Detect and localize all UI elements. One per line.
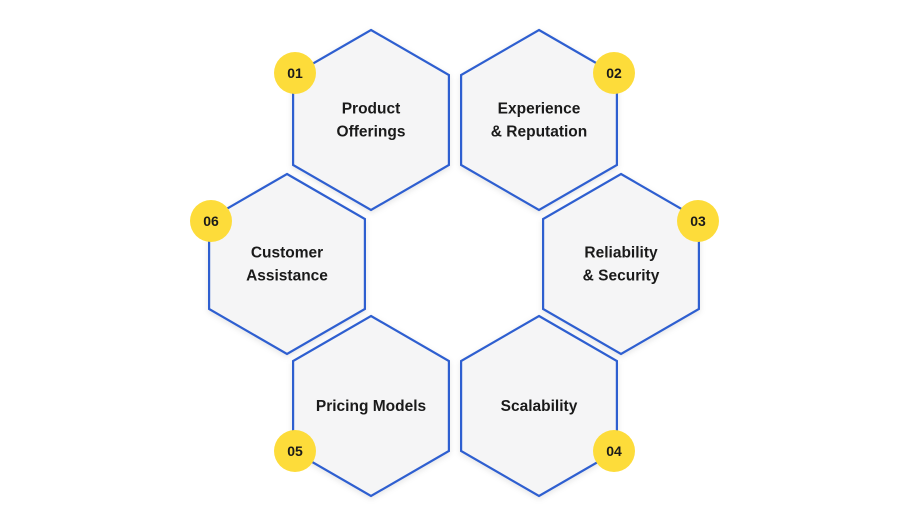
- hexagon-shape: [292, 314, 450, 498]
- hexagon-shape: [292, 28, 450, 212]
- hexagon-label-line: & Security: [583, 268, 660, 285]
- hexagon-shape: [541, 172, 701, 356]
- hexagon-label-line: & Reputation: [491, 124, 587, 141]
- number-badge-02: 02: [593, 52, 635, 94]
- hexagon-label-line: Offerings: [337, 124, 406, 141]
- hexagon-label-line: Experience: [498, 101, 581, 118]
- badge-circle: [274, 52, 316, 94]
- number-badge-01: 01: [274, 52, 316, 94]
- badge-circle: [274, 430, 316, 472]
- hexagon-item-03: Reliability & Security: [541, 172, 701, 356]
- number-badge-06: 06: [190, 200, 232, 242]
- hexagon-item-02: Experience & Reputation: [460, 28, 619, 212]
- hexagon-label-line: Assistance: [246, 268, 328, 285]
- number-badge-05: 05: [274, 430, 316, 472]
- hexagon-shape: [460, 314, 619, 498]
- badge-number: 04: [606, 443, 622, 459]
- hexagon-label-line: Product: [342, 101, 401, 118]
- hexagon-label-line: Scalability: [501, 398, 578, 415]
- hexagon-label-line: Reliability: [584, 245, 658, 262]
- hexagon-shape: [208, 172, 366, 356]
- number-badge-04: 04: [593, 430, 635, 472]
- hexagon-label-line: Pricing Models: [316, 398, 426, 415]
- badge-number: 05: [287, 443, 303, 459]
- badge-layer: 01 02 03 04 05 06: [190, 52, 719, 472]
- badge-circle: [593, 430, 635, 472]
- badge-circle: [593, 52, 635, 94]
- hexagon-item-04: Scalability: [460, 314, 619, 498]
- hexagon-shape: [460, 28, 619, 212]
- badge-number: 02: [606, 65, 622, 81]
- number-badge-03: 03: [677, 200, 719, 242]
- badge-circle: [190, 200, 232, 242]
- badge-number: 01: [287, 65, 303, 81]
- hexagon-label-line: Customer: [251, 245, 323, 262]
- badge-number: 03: [690, 213, 706, 229]
- badge-number: 06: [203, 213, 219, 229]
- hexagon-item-05: Pricing Models: [292, 314, 450, 498]
- badge-circle: [677, 200, 719, 242]
